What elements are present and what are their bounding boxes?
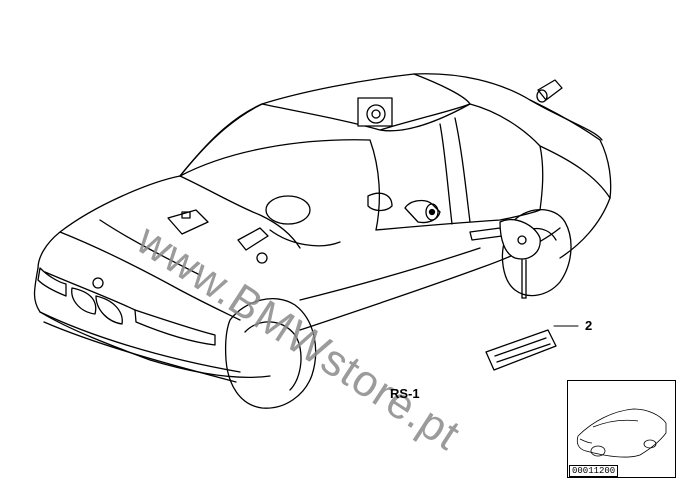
diagram-code: RS-1 (390, 386, 420, 401)
thumbnail-car-icon (576, 408, 667, 458)
kidney-grille-right (95, 295, 123, 325)
side-mirror (367, 192, 393, 212)
ignition-lock-icon (237, 227, 269, 264)
car-hood (37, 175, 181, 269)
key-tag-part (485, 329, 557, 371)
glovebox-lock-icon (167, 209, 209, 235)
front-wheel (224, 298, 317, 409)
headlight-left (37, 267, 67, 297)
kidney-grille-left (71, 287, 97, 315)
door-lock-icon (404, 199, 441, 224)
callout-number: 2 (585, 318, 593, 333)
car-front (33, 267, 271, 378)
roof-lock-icon (357, 97, 393, 127)
steering-wheel (265, 195, 311, 225)
rear-wheel (501, 209, 572, 297)
reference-number: 00011200 (569, 465, 619, 477)
thumbnail-preview (567, 380, 676, 478)
side-windows (379, 103, 544, 211)
headlight-right (134, 309, 216, 346)
key-icon (469, 219, 541, 299)
trunk-lock-icon (536, 79, 563, 103)
